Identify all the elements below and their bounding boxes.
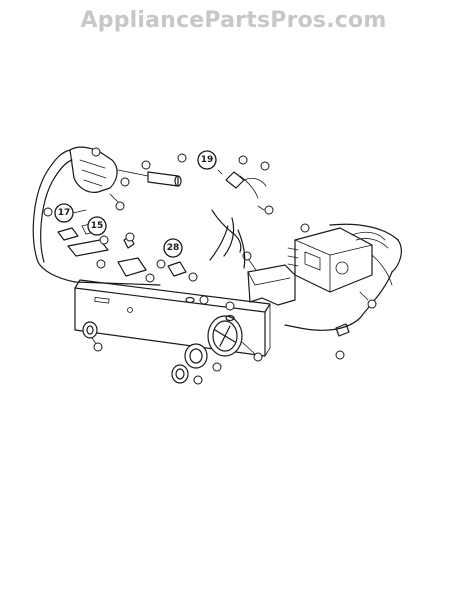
- timer-dial: [207, 315, 263, 362]
- wire-harness: [209, 155, 274, 269]
- callout-17: 17: [54, 203, 87, 223]
- callout-label-28: 28: [167, 243, 180, 253]
- console-outline: [32, 149, 402, 331]
- timer-housing: [287, 223, 393, 309]
- callout-15: 15: [87, 216, 107, 236]
- callout-label-15: 15: [91, 221, 104, 231]
- igniter-assembly: [69, 146, 187, 211]
- control-panel: [74, 279, 271, 357]
- left-bracket-group: [43, 207, 155, 283]
- callout-label-19: 19: [201, 155, 214, 165]
- knob-left: [82, 321, 103, 352]
- callout-label-17: 17: [58, 208, 71, 218]
- callout-28: 28: [163, 238, 183, 258]
- small-parts: [156, 259, 350, 360]
- cover-plate: [242, 251, 296, 306]
- knob-lower: [171, 343, 222, 385]
- callout-19: 19: [197, 150, 217, 170]
- site-watermark: AppliancePartsPros.com: [80, 8, 387, 33]
